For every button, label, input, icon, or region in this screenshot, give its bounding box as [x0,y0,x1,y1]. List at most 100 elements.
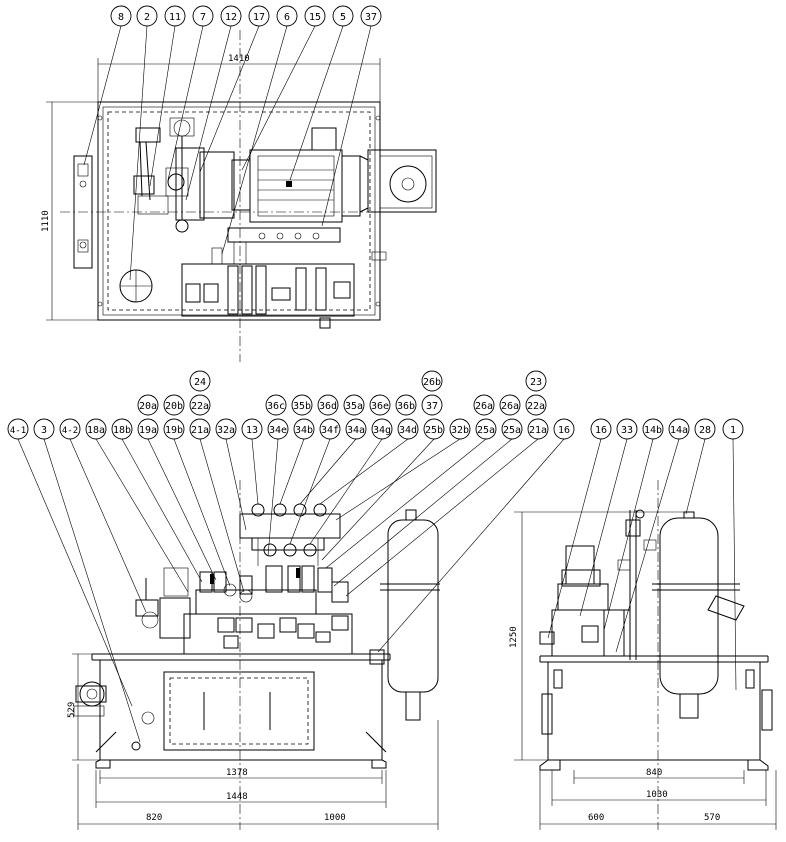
dim-side-height: 1250 [509,626,519,648]
svg-text:24: 24 [194,377,206,388]
balloon: 22a [525,394,547,416]
balloon: 14a [668,418,690,440]
svg-text:25a: 25a [503,425,521,436]
balloon: 5 [332,5,354,27]
balloon: 19b [163,418,185,440]
svg-text:22a: 22a [191,401,209,412]
balloon: 13 [241,418,263,440]
balloon: 26b [421,370,443,392]
balloon: 7 [192,5,214,27]
svg-text:33: 33 [621,425,633,436]
balloon: 4-1 [7,418,29,440]
svg-text:3: 3 [41,425,47,436]
svg-text:19a: 19a [139,425,157,436]
balloon: 25b [423,418,445,440]
balloon: 35b [291,394,313,416]
balloon: 22a [189,394,211,416]
dim-side-570: 570 [704,813,720,823]
balloon: 2 [136,5,158,27]
balloon: 34g [371,418,393,440]
svg-text:4-1: 4-1 [10,426,26,436]
balloon: 35a [343,394,365,416]
balloon: 4-2 [59,418,81,440]
balloon: 21a [527,418,549,440]
balloon: 1 [722,418,744,440]
side-view [539,480,773,830]
svg-text:36c: 36c [267,401,285,412]
balloon: 16 [553,418,575,440]
svg-text:37: 37 [365,12,377,23]
balloon: 36b [395,394,417,416]
svg-text:25b: 25b [425,425,443,436]
svg-text:8: 8 [118,12,124,23]
balloon: 36e [369,394,391,416]
svg-text:2: 2 [144,12,150,23]
svg-text:20a: 20a [139,401,157,412]
svg-text:18b: 18b [113,425,131,436]
balloon: 16 [590,418,612,440]
svg-text:26a: 26a [501,401,519,412]
balloon: 34f [319,418,341,440]
balloon: 34a [345,418,367,440]
svg-text:32b: 32b [451,425,469,436]
balloon: 21a [189,418,211,440]
svg-text:7: 7 [200,12,206,23]
svg-text:34b: 34b [295,425,313,436]
svg-text:34d: 34d [399,425,417,436]
top-view [60,30,437,362]
balloon: 26a [473,394,495,416]
dim-top-width: 1410 [228,54,250,64]
svg-text:17: 17 [253,12,265,23]
svg-text:34g: 34g [373,425,391,436]
svg-text:1: 1 [730,425,736,436]
balloon: 17 [248,5,270,27]
svg-text:22a: 22a [527,401,545,412]
side-balloons: 16 33 14b 14a 28 1 [547,418,744,691]
balloon: 25a [501,418,523,440]
front-view [73,480,440,830]
dim-front-height: 529 [67,702,77,718]
balloon: 11 [164,5,186,27]
balloon: 36c [265,394,287,416]
top-dimensions: 1410 1110 [41,54,381,321]
svg-text:36b: 36b [397,401,415,412]
balloon: 18a [85,418,107,440]
front-dimensions: 529 1378 1448 820 1000 [67,653,439,830]
svg-text:21a: 21a [529,425,547,436]
svg-text:20b: 20b [165,401,183,412]
svg-text:16: 16 [558,425,570,436]
balloon: 25a [475,418,497,440]
top-balloons: 8 2 11 7 12 17 6 15 5 37 [83,5,382,281]
svg-text:34f: 34f [321,425,339,436]
front-leaders [17,438,565,743]
svg-text:16: 16 [595,425,607,436]
balloon: 19a [137,418,159,440]
balloon: 37 [360,5,382,27]
dim-front-1448: 1448 [226,792,248,802]
svg-text:26a: 26a [475,401,493,412]
balloon: 6 [276,5,298,27]
svg-text:37: 37 [426,401,438,412]
front-balloons-row1: 24 26b 23 [189,370,547,392]
balloon: 26a [499,394,521,416]
balloon: 32b [449,418,471,440]
svg-text:28: 28 [699,425,711,436]
balloon: 20a [137,394,159,416]
dim-side-840: 840 [646,768,662,778]
dim-top-height: 1110 [41,210,51,232]
svg-text:15: 15 [309,12,321,23]
balloon: 24 [189,370,211,392]
svg-text:19b: 19b [165,425,183,436]
svg-text:12: 12 [225,12,237,23]
svg-text:5: 5 [340,12,346,23]
dim-side-1030: 1030 [646,790,668,800]
svg-text:14b: 14b [644,425,662,436]
balloon: 34d [397,418,419,440]
svg-text:23: 23 [530,377,542,388]
balloon: 14b [642,418,664,440]
side-dimensions: 1250 840 1030 600 570 [509,511,777,830]
svg-text:14a: 14a [670,425,688,436]
svg-text:25a: 25a [477,425,495,436]
balloon: 15 [304,5,326,27]
